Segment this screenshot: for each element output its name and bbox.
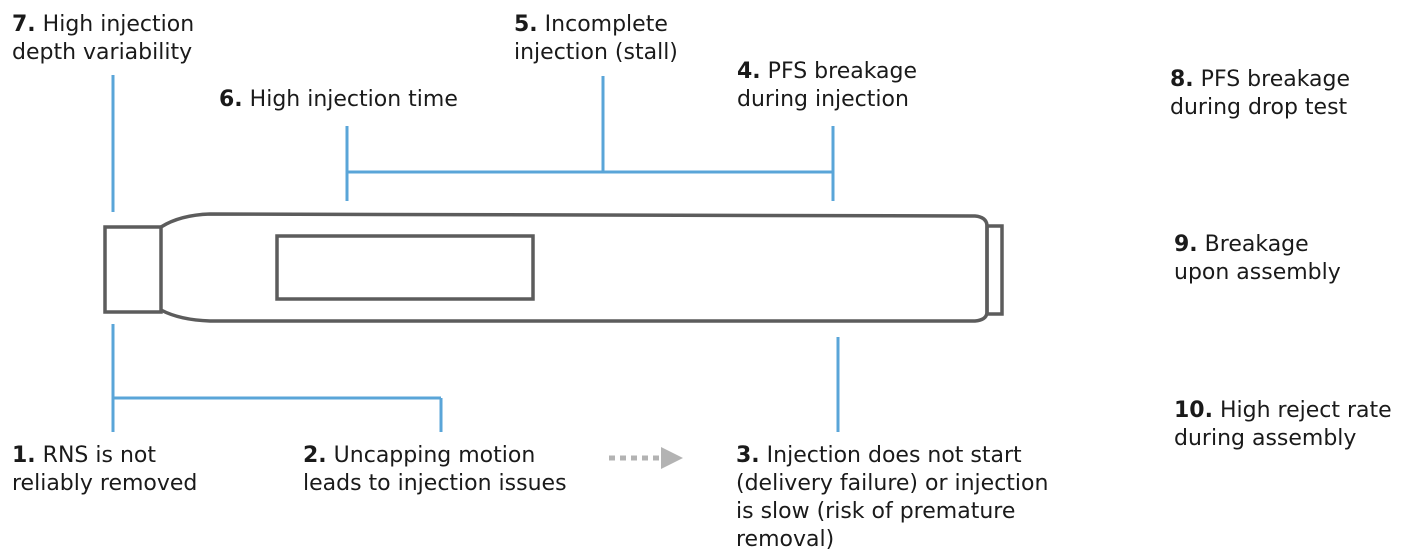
label-6: 6. High injection time xyxy=(219,87,458,112)
label-3: 3. Injection does not start (delivery fa… xyxy=(736,443,1049,552)
label-10: 10. High reject rate during assembly xyxy=(1174,398,1392,451)
viewing-window xyxy=(275,234,535,301)
autoinjector-device xyxy=(103,212,1004,323)
label-5: 5. Incomplete injection (stall) xyxy=(514,12,678,65)
label-7: 7. High injection depth variability xyxy=(12,12,195,65)
device-body xyxy=(160,212,989,323)
cap-part xyxy=(103,225,163,314)
label-9: 9. Breakage upon assembly xyxy=(1174,232,1341,285)
connector-lines xyxy=(111,75,840,432)
label-4: 4. PFS breakage during injection xyxy=(737,59,918,112)
label-8: 8. PFS breakage during drop test xyxy=(1170,67,1351,120)
dotted-arrow-icon xyxy=(609,447,683,469)
end-cap xyxy=(985,224,1004,316)
label-2: 2. Uncapping motion leads to injection i… xyxy=(303,443,567,496)
label-1: 1. RNS is not reliably removed xyxy=(12,443,198,496)
